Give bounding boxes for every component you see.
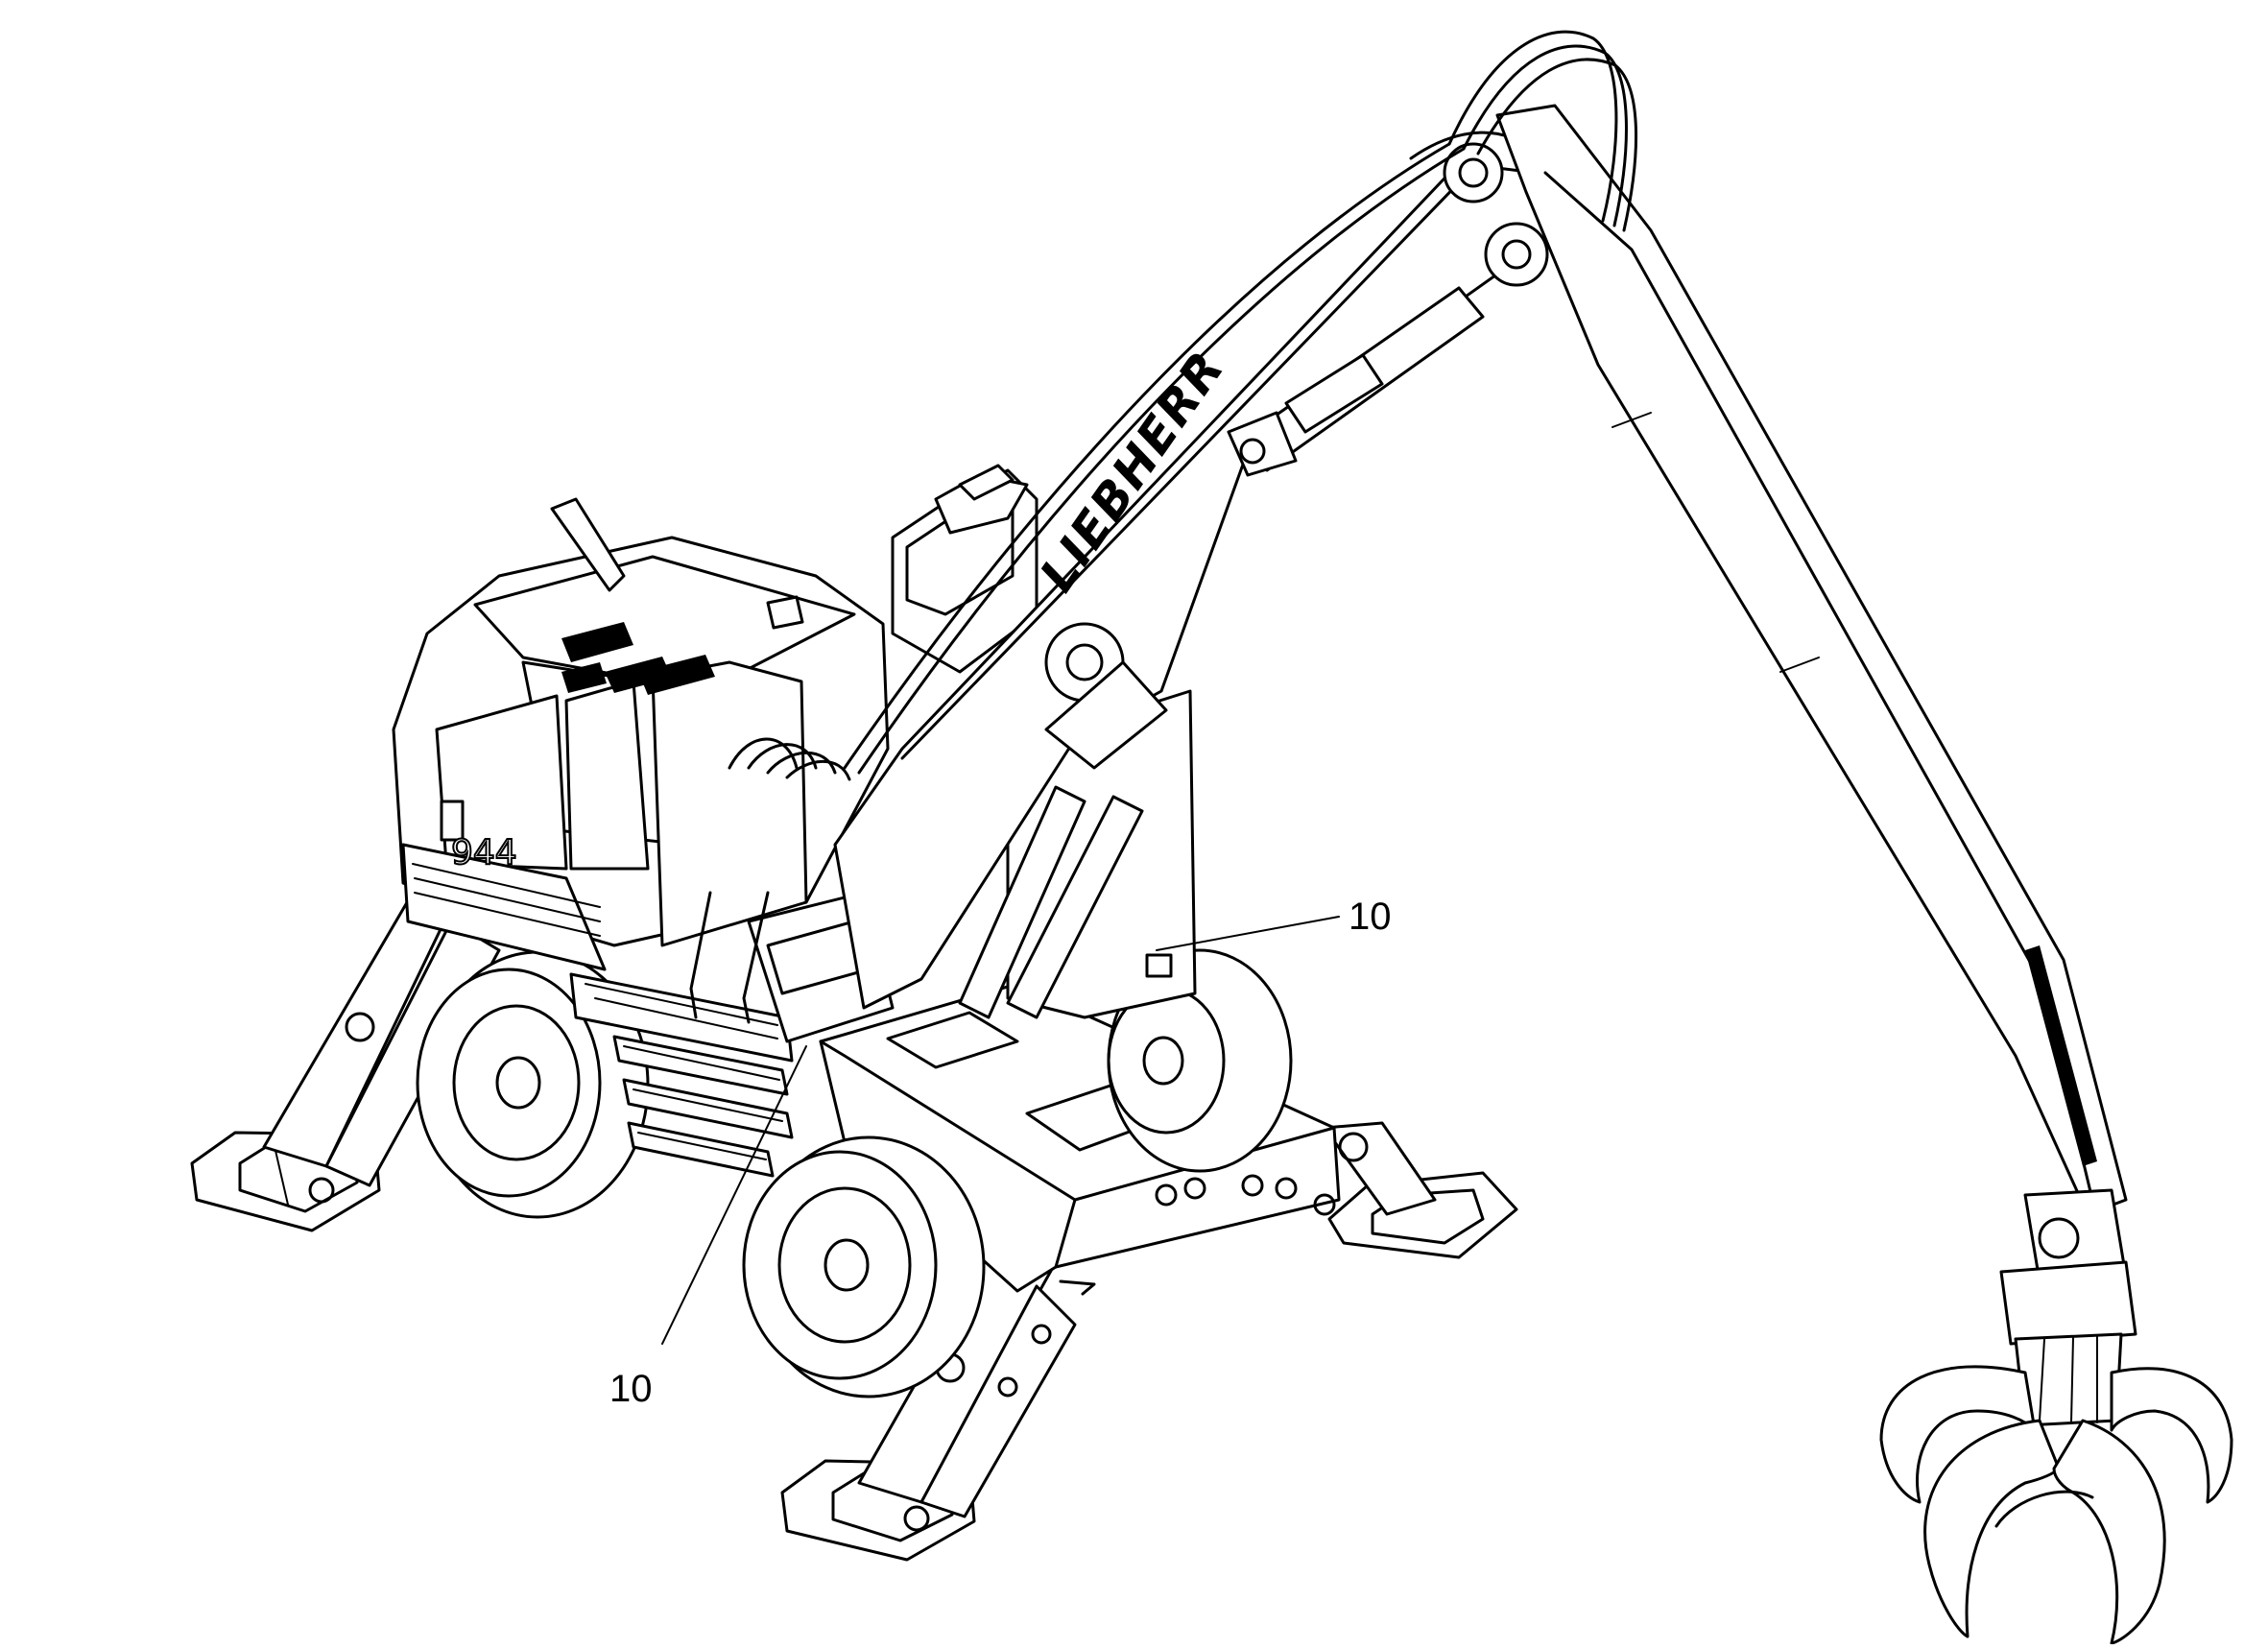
wheel-front-right <box>1107 948 1293 1173</box>
callout-10-right: 10 <box>1156 896 1392 951</box>
grapple-tine-left <box>1879 1365 2037 1504</box>
callout-label: 10 <box>1349 896 1392 938</box>
top-hose-loop <box>843 30 1638 775</box>
callout-leader-line <box>1156 916 1340 951</box>
grapple-tine-right <box>2110 1367 2233 1504</box>
model-number-label: 944 <box>451 833 517 872</box>
callout-leader-line <box>661 1045 807 1345</box>
outrigger-front-right <box>1323 1121 1518 1259</box>
boom-cylinders <box>958 622 1168 1019</box>
outrigger-rear-left <box>190 891 501 1232</box>
stick-arm <box>1495 104 2128 1216</box>
access-steps <box>569 972 794 1178</box>
callout-label: 10 <box>609 1368 653 1410</box>
boom-base-hoses <box>689 737 895 1043</box>
wheels <box>416 948 1293 1398</box>
grapple-tine-center-left <box>1923 1419 2061 1638</box>
outrigger-front-left <box>780 1236 1077 1562</box>
engine-vent-grilles <box>561 622 715 695</box>
orange-peel-grapple <box>1879 1188 2233 1645</box>
grapple-tine-center-right <box>2052 1419 2166 1645</box>
upper-carriage: 944 <box>392 497 890 971</box>
callout-10-left: 10 <box>609 1045 807 1410</box>
stick-cylinder <box>1227 286 1485 477</box>
wheel-front-left <box>742 1135 986 1398</box>
